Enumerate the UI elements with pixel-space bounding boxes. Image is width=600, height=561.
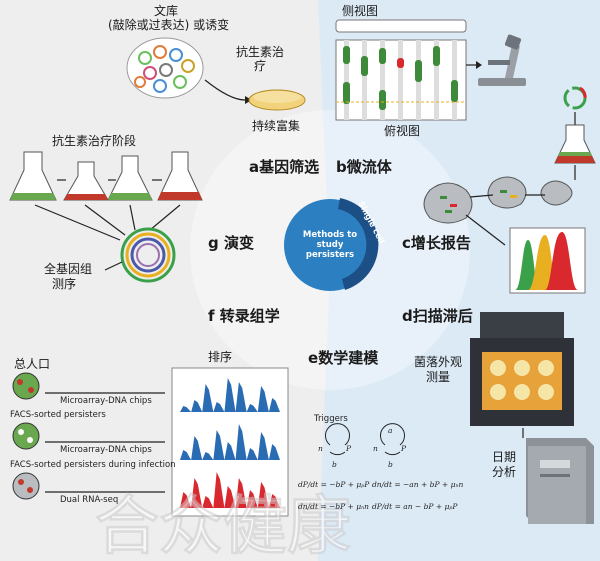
track-blue-1 xyxy=(180,378,280,412)
center-logo xyxy=(284,198,379,291)
side-view-label: 侧视图 xyxy=(342,4,379,18)
flask-c xyxy=(554,124,596,164)
section-b-title: b微流体 xyxy=(336,158,392,176)
section-e-title: e数学建模 xyxy=(308,349,379,367)
track-blue-2 xyxy=(180,424,280,460)
reporter-plasmid xyxy=(563,86,587,110)
track-red xyxy=(180,472,280,508)
rate-b-2: b xyxy=(388,460,393,469)
library-label: 文库 xyxy=(153,4,178,18)
section-c-title: c增长报告 xyxy=(402,234,471,252)
colony-label-1: 菌落外观 xyxy=(414,355,463,369)
total-population-label: 总人口 xyxy=(14,357,51,371)
date-label-1: 日期 xyxy=(492,450,517,464)
equation-1-right: dn/dt = −an + bP + μₙn xyxy=(372,480,464,489)
facs-infection-label: FACS-sorted persisters during infection xyxy=(10,460,176,470)
evolution-flasks xyxy=(9,151,203,201)
expression-tracks xyxy=(171,367,289,517)
enrichment-dish xyxy=(248,89,306,111)
dual-rnaseq-label: Dual RNA-seq xyxy=(60,495,119,505)
fluorescence-histogram xyxy=(509,227,586,294)
scanner xyxy=(470,312,574,426)
node-n-2: n xyxy=(373,444,378,453)
microfluidic-chip xyxy=(335,19,467,121)
section-a-title: a基因筛选 xyxy=(249,158,320,176)
equation-1-left: dP/dt = −bP + μₚP xyxy=(298,480,370,489)
node-p-2: P xyxy=(401,444,407,453)
sorting-label: 排序 xyxy=(208,350,233,364)
watermark: 合众健康 xyxy=(95,490,351,561)
section-f-title: f 转录组学 xyxy=(208,307,280,325)
library-sublabel: (敲除或过表达) 或诱变 xyxy=(108,18,230,32)
computer-tower xyxy=(526,438,594,524)
colony-label-2: 测量 xyxy=(426,370,451,384)
node-n-1: n xyxy=(318,444,323,453)
rate-a-2: a xyxy=(388,426,393,435)
model-diagrams xyxy=(325,423,405,456)
host-cells xyxy=(423,176,573,224)
wgs-label-2: 测序 xyxy=(52,277,77,291)
equation-2-right: dP/dt = an − bP + μₚP xyxy=(372,502,458,511)
date-label-2: 分析 xyxy=(492,465,517,479)
section-g-title: g 演变 xyxy=(208,234,254,252)
wgs-label-1: 全基因组 xyxy=(44,262,93,276)
antibiotic-stages-label: 抗生素治疗阶段 xyxy=(52,134,137,148)
equation-2-left: dn/dt = −bP + μₙn xyxy=(298,502,369,511)
rate-b-1: b xyxy=(332,460,337,469)
microarray-label-2: Microarray-DNA chips xyxy=(60,445,152,455)
microarray-label-1: Microarray-DNA chips xyxy=(60,396,152,406)
center-title: Methods to study persisters xyxy=(302,230,358,260)
antibiotic-treatment-label: 抗生素治疗 xyxy=(235,45,284,73)
enrichment-label: 持续富集 xyxy=(252,119,301,133)
section-d-title: d扫描滞后 xyxy=(402,307,473,325)
genome-rings xyxy=(120,227,176,283)
node-p-1: P xyxy=(346,444,352,453)
top-view-label: 俯视图 xyxy=(384,124,421,138)
facs-sorted-label: FACS-sorted persisters xyxy=(10,410,106,420)
triggers-label: Triggers xyxy=(314,414,348,424)
cell-icons xyxy=(12,372,40,500)
library-plate xyxy=(126,37,204,99)
microscope-icon xyxy=(478,34,526,86)
